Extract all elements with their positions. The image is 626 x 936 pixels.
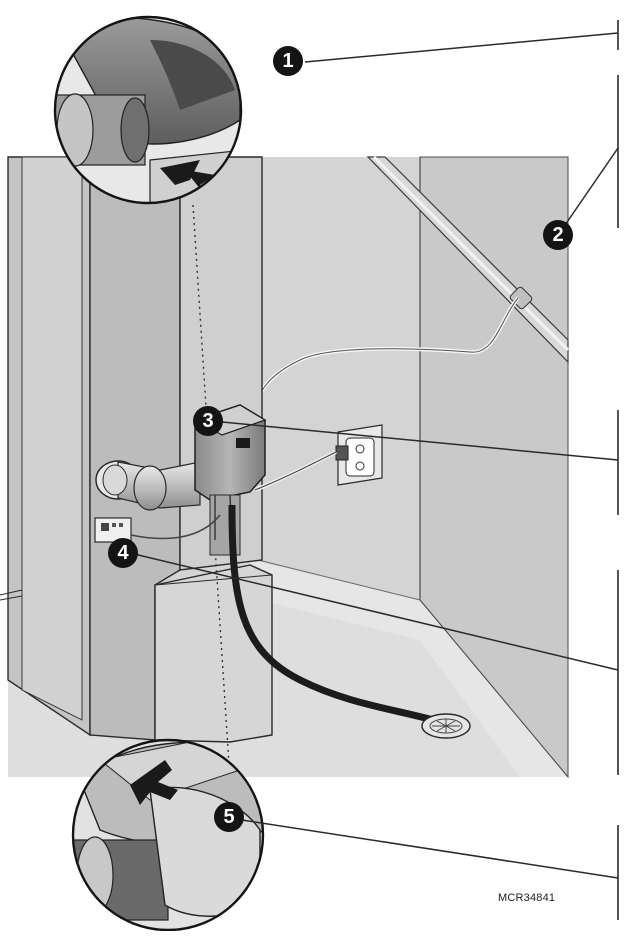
- control-wire: [130, 514, 221, 540]
- arrow-icon: [130, 760, 178, 805]
- arrow-icon: [160, 160, 200, 185]
- callout-badge-2: 2: [543, 220, 573, 250]
- callout-badge-4: 4: [108, 538, 138, 568]
- electrical-outlet-icon: [335, 424, 383, 486]
- bypass-duct: [95, 460, 201, 511]
- callout-leader-lines: [129, 32, 619, 879]
- detail-zoom-top: [53, 15, 243, 205]
- drain-hose: [228, 504, 442, 726]
- water-supply-pipe: [253, 155, 570, 406]
- detail-zoom-bottom: [71, 738, 265, 932]
- callout-badge-3: 3: [193, 406, 223, 436]
- floor-drain-icon: [421, 713, 471, 739]
- figure-model-code: MCR34841: [498, 892, 556, 904]
- callout-badge-5: 5: [214, 802, 244, 832]
- callout-badge-1: 1: [273, 46, 303, 76]
